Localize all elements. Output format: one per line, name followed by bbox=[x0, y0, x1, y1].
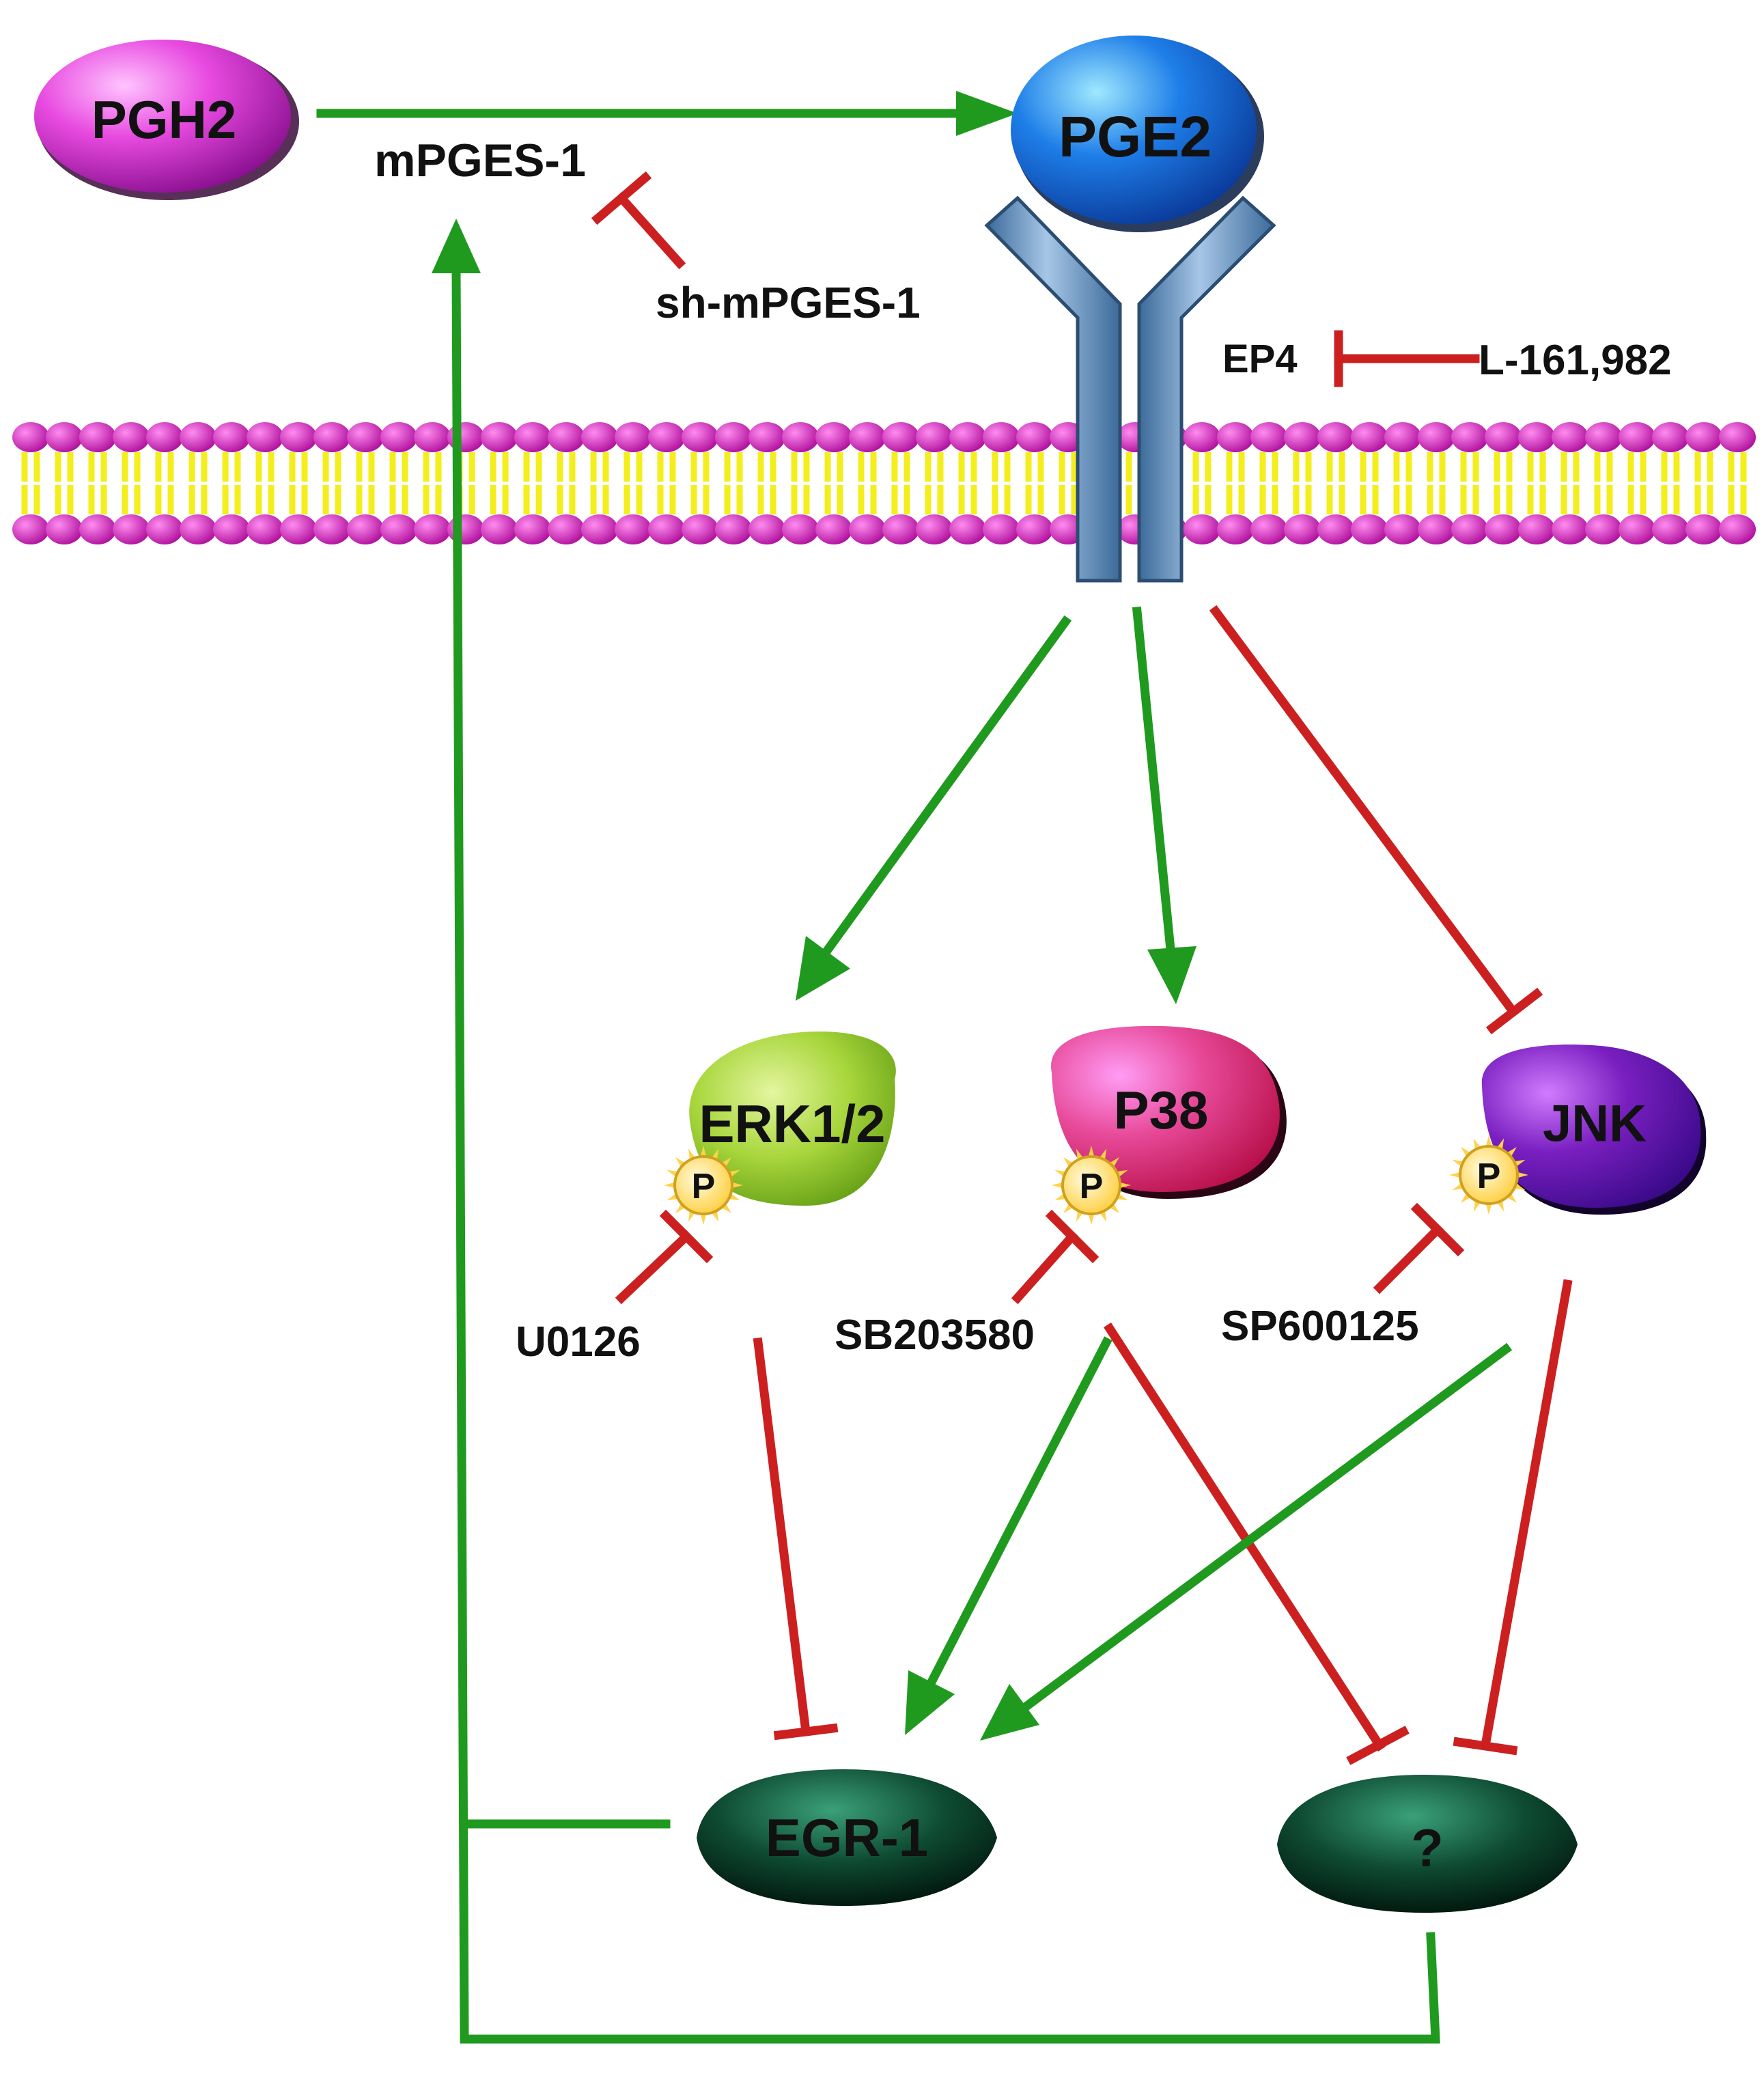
egr1-node: EGR-1 bbox=[697, 1769, 997, 1906]
jnk-inhibits-unknown-line bbox=[1480, 1279, 1573, 1751]
l161982-label: L-161,982 bbox=[1479, 337, 1672, 384]
sh-mpges1-inhibition-line bbox=[615, 191, 686, 270]
u0126-inhibition-line bbox=[615, 1230, 693, 1305]
erk-phospho-label: P bbox=[692, 1167, 716, 1206]
sb203580-label: SB203580 bbox=[835, 1312, 1035, 1359]
ep4-receptor-icon bbox=[984, 195, 1276, 583]
p38-inhibits-unknown-bar bbox=[1346, 1726, 1410, 1765]
unknown-feedback-line bbox=[451, 268, 1440, 2044]
jnk-label: JNK bbox=[1543, 1095, 1647, 1153]
erk-phospho-badge: P bbox=[664, 1146, 743, 1225]
sb203580-inhibition-line bbox=[1011, 1230, 1079, 1305]
feedback-to-mpges1-arrowhead bbox=[432, 219, 481, 273]
pgh2-to-pge2-arrowhead bbox=[956, 91, 1018, 136]
pgh2-node: PGH2 bbox=[34, 40, 299, 200]
jnk-inhibits-unknown-bar bbox=[1453, 1736, 1518, 1756]
p38-to-egr1-arrow bbox=[923, 1336, 1112, 1693]
jnk-to-egr1-arrow bbox=[1018, 1342, 1513, 1715]
p38-phospho-badge: P bbox=[1052, 1146, 1131, 1225]
erk-inhibits-egr1-line bbox=[753, 1337, 811, 1737]
pge2-node: PGE2 bbox=[1011, 36, 1264, 232]
ep4-inhibits-jnk-bar bbox=[1485, 987, 1543, 1035]
p38-node: P38 bbox=[1051, 1025, 1287, 1199]
erk-inhibits-egr1-bar bbox=[773, 1723, 839, 1741]
sp600125-inhibition-line bbox=[1373, 1223, 1444, 1295]
sp600125-inhibition-bar bbox=[1410, 1202, 1465, 1257]
mpges1-label: mPGES-1 bbox=[374, 135, 586, 186]
sb203580-inhibition-bar bbox=[1045, 1209, 1100, 1264]
ep4-to-p38-arrow bbox=[1132, 606, 1177, 962]
p38-inhibits-unknown-line bbox=[1104, 1323, 1386, 1752]
p38-to-egr1-arrowhead bbox=[905, 1670, 955, 1735]
pge2-label: PGE2 bbox=[1059, 105, 1212, 169]
ep4-to-erk-arrow bbox=[816, 615, 1072, 963]
ep4-inhibits-jnk-line bbox=[1209, 605, 1520, 1018]
jnk-phospho-label: P bbox=[1477, 1157, 1501, 1196]
ep4-label: EP4 bbox=[1222, 337, 1298, 381]
pgh2-label: PGH2 bbox=[92, 89, 236, 150]
u0126-label: U0126 bbox=[516, 1318, 641, 1366]
sh-mpges1-inhibition-bar bbox=[591, 171, 652, 225]
jnk-to-egr1-arrowhead bbox=[980, 1684, 1039, 1741]
unknown-label: ? bbox=[1411, 1818, 1444, 1878]
p38-phospho-label: P bbox=[1080, 1167, 1104, 1206]
ep4-to-p38-arrowhead bbox=[1147, 946, 1196, 1004]
u0126-inhibition-bar bbox=[659, 1209, 714, 1264]
erk-label: ERK1/2 bbox=[699, 1094, 885, 1154]
ep4-to-erk-arrowhead bbox=[796, 936, 850, 1001]
sh-mpges1-label: sh-mPGES-1 bbox=[656, 278, 921, 327]
cell-membrane bbox=[12, 422, 1756, 544]
p38-label: P38 bbox=[1114, 1080, 1209, 1140]
jnk-phospho-badge: P bbox=[1449, 1135, 1528, 1215]
unknown-node: ? bbox=[1277, 1775, 1578, 1913]
sp600125-label: SP600125 bbox=[1221, 1303, 1419, 1350]
jnk-node: JNK bbox=[1481, 1044, 1707, 1215]
egr1-label: EGR-1 bbox=[766, 1808, 928, 1868]
erk-node: ERK1/2 bbox=[689, 1032, 896, 1206]
